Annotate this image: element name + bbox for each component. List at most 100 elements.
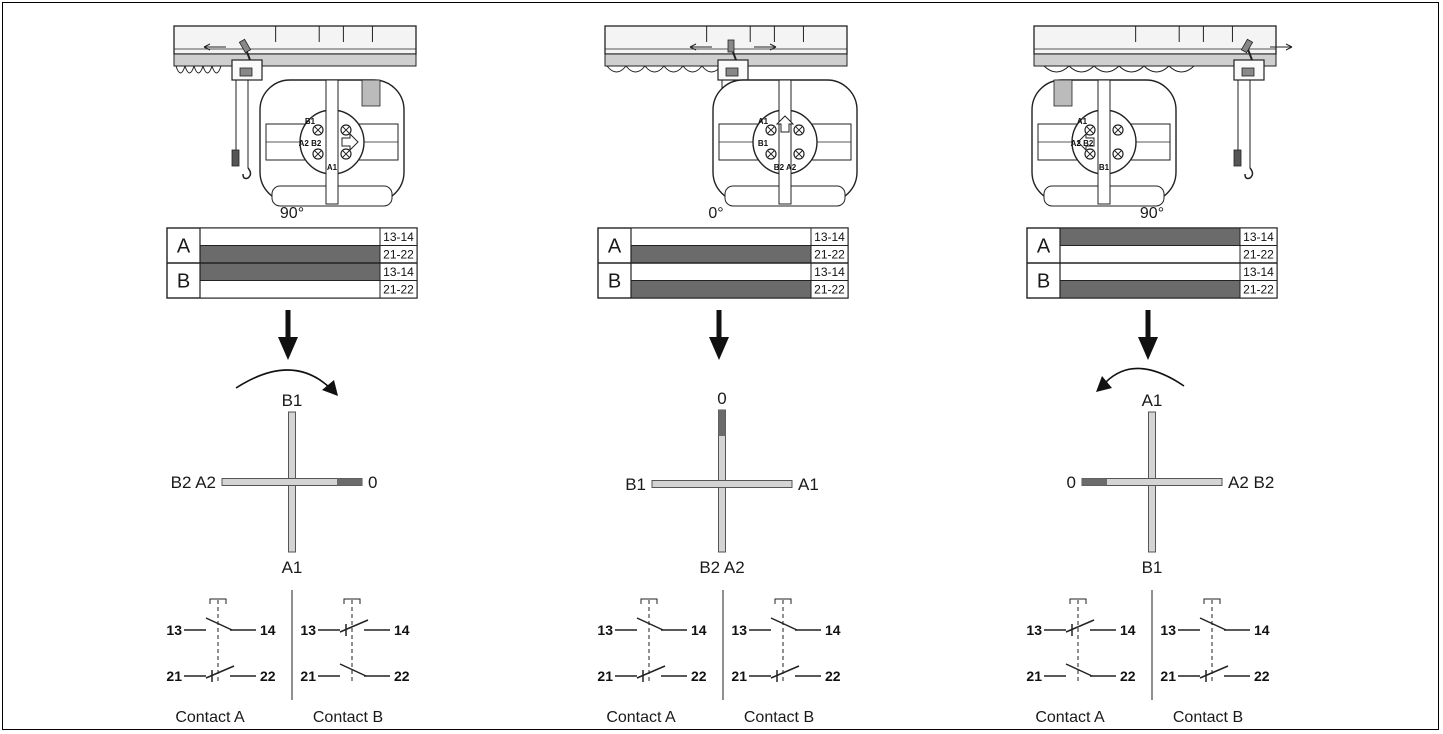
terminal-pair-label: 21-22 <box>383 283 414 297</box>
festoon-loop <box>1043 65 1070 73</box>
dial-label: A2 B2 <box>1071 139 1094 148</box>
terminal-pair-label: 21-22 <box>814 248 845 262</box>
screw-slot <box>342 126 350 134</box>
terminal-label-1-right: 22 <box>394 668 410 684</box>
contact-blade-open <box>205 617 233 631</box>
terminal-label-0-left: 13 <box>731 622 747 638</box>
terminal-label-1-right: 22 <box>1254 668 1270 684</box>
contact-caption-a: Contact A <box>606 709 676 726</box>
state-bar-2 <box>1059 245 1241 264</box>
cross-label-bottom: B1 <box>1142 558 1163 577</box>
dial-label: B1 <box>305 117 316 126</box>
pendant-control <box>1233 149 1242 167</box>
cross-label-bottom: B2 A2 <box>699 558 744 577</box>
actuator-cap <box>209 598 227 604</box>
cross-horizontal-bar <box>651 480 793 488</box>
dial-label: A1 <box>1077 117 1088 126</box>
row-label-b: B <box>1037 271 1050 293</box>
festoon-loop <box>211 65 222 74</box>
contact-blade-closed <box>339 619 369 633</box>
row-label-a: A <box>1037 236 1051 258</box>
terminal-label-1-right: 22 <box>260 668 276 684</box>
rail-beam <box>604 25 848 55</box>
contact-state-table: 13-14 21-22 13-14 21-22 AB <box>597 227 849 299</box>
terminal-pair-label: 21-22 <box>814 283 845 297</box>
crane-hook-icon <box>242 167 252 180</box>
screw-slot <box>795 150 803 158</box>
state-bar-4 <box>199 280 381 299</box>
cross-label-left: B1 <box>625 475 646 494</box>
festoon-loop <box>193 65 204 74</box>
dial-direction-arrow-icon <box>775 115 795 133</box>
contact-blade-open <box>770 617 798 631</box>
actuator-cap <box>640 598 658 604</box>
cross-label-left: 0 <box>1067 473 1076 492</box>
row-label-b: B <box>608 271 621 293</box>
rail-bottom <box>173 53 417 67</box>
rail-beam <box>173 25 417 55</box>
actuator-cap <box>774 598 792 604</box>
trolley-switch <box>725 67 739 77</box>
terminal-pair-label: 21-22 <box>1243 283 1274 297</box>
terminal-cell <box>379 280 418 299</box>
actuator-flag <box>1240 38 1254 54</box>
terminal-label-0-left: 13 <box>1026 622 1042 638</box>
contact-caption-a: Contact A <box>175 709 245 726</box>
terminal-pair-label: 21-22 <box>383 248 414 262</box>
actuator-flag <box>238 38 252 54</box>
screw-slot <box>767 150 775 158</box>
cross-label-right: A2 B2 <box>1228 473 1274 492</box>
cross-label-top: B1 <box>282 391 303 410</box>
dial-direction-arrow-icon <box>1077 132 1095 152</box>
contact-blade-closed <box>1199 665 1229 679</box>
screw-slot <box>1114 126 1122 134</box>
down-arrow-icon <box>1138 337 1158 360</box>
handle-position-marker <box>337 478 362 486</box>
terminal-label-0-left: 13 <box>1160 622 1176 638</box>
cross-label-bottom: A1 <box>282 558 303 577</box>
screw-slot <box>1086 150 1094 158</box>
trolley-switch <box>1241 67 1255 77</box>
terminal-pair-label: 13-14 <box>1243 230 1274 244</box>
position-cross: 0B1 A1 B2 A2 <box>625 389 819 577</box>
festoon-loop <box>1068 65 1095 73</box>
terminal-cell <box>1239 280 1278 299</box>
terminal-label-1-left: 21 <box>166 668 182 684</box>
contact-caption-a: Contact A <box>1035 709 1105 726</box>
actuator-cap <box>343 598 361 604</box>
cross-label-right: A1 <box>798 475 819 494</box>
direction-arrow-left <box>203 43 226 51</box>
contact-blade-closed <box>770 665 800 679</box>
state-bar-4 <box>630 280 812 299</box>
dial-label: A1 <box>327 163 338 172</box>
state-bar-4 <box>1059 280 1241 299</box>
dial-shaft <box>325 79 339 205</box>
terminal-pair-label: 13-14 <box>383 265 414 279</box>
cross-label-top: 0 <box>717 389 726 408</box>
handle-position-marker <box>1082 478 1107 486</box>
terminal-pair-label: 13-14 <box>814 265 845 279</box>
dial-shaft <box>1097 79 1111 205</box>
screw-slot <box>1086 126 1094 134</box>
terminal-label-1-left: 21 <box>731 668 747 684</box>
actuator-flag <box>727 39 735 53</box>
state-bar-1 <box>199 227 381 246</box>
trolley-switch <box>239 67 253 77</box>
row-label-a: A <box>608 236 622 258</box>
terminal-label-1-right: 22 <box>825 668 841 684</box>
dial-label: B2 A2 <box>774 163 797 172</box>
terminal-label-1-left: 21 <box>597 668 613 684</box>
dial-label: B1 <box>758 139 769 148</box>
terminal-pair-label: 13-14 <box>814 230 845 244</box>
state-bar-2 <box>630 245 812 264</box>
